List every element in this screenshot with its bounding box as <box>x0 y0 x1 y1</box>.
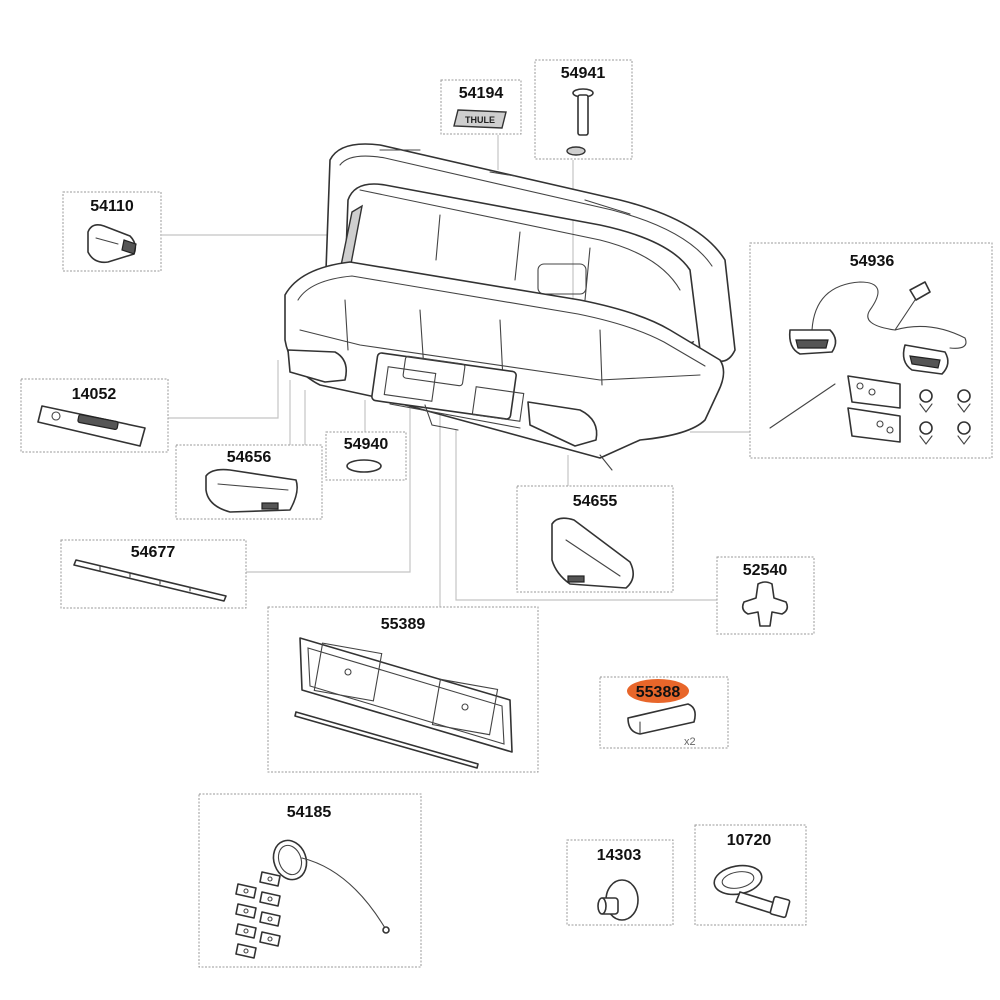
end-cap-icon <box>627 703 696 735</box>
part-54656[interactable]: 54656 <box>175 444 323 520</box>
cover-right-icon <box>551 517 634 589</box>
part-52540[interactable]: 52540 <box>716 556 815 635</box>
washer-icon <box>566 146 586 156</box>
part-number: 14303 <box>597 847 642 864</box>
part-10720[interactable]: 10720 <box>694 824 807 926</box>
part-number: 54655 <box>573 493 618 510</box>
part-55389[interactable]: 55389 <box>267 606 539 773</box>
part-54940[interactable]: 54940 <box>325 431 407 481</box>
part-54110[interactable]: 54110 <box>62 191 162 272</box>
part-number: 52540 <box>743 562 788 579</box>
part-number: 55389 <box>381 616 426 633</box>
mount-plate-bottom-icon <box>847 407 901 443</box>
part-54677[interactable]: 54677 <box>60 539 247 609</box>
logo-badge-icon <box>453 109 507 129</box>
plug-cap-icon <box>346 459 382 473</box>
cover-left-icon <box>205 468 298 513</box>
bolt-icon <box>577 94 589 136</box>
part-54655[interactable]: 54655 <box>516 485 674 593</box>
part-number: 54936 <box>850 253 895 270</box>
mount-plate-top-icon <box>847 375 901 409</box>
part-54941[interactable]: 54941 <box>534 59 633 160</box>
part-number: 54677 <box>131 544 176 561</box>
part-54185[interactable]: 54185 <box>198 793 422 968</box>
part-number: 54941 <box>561 65 606 82</box>
part-54936[interactable]: 54936 <box>749 242 993 459</box>
highlight-badge <box>627 679 689 703</box>
clip-icon <box>741 581 789 627</box>
part-number: 14052 <box>72 386 117 403</box>
seal-ring-icon <box>272 839 308 881</box>
part-number: 54656 <box>227 449 272 466</box>
part-number: 54940 <box>344 436 389 453</box>
quantity: x2 <box>684 736 696 748</box>
part-number: 54110 <box>90 198 134 215</box>
part-14303[interactable]: 14303 <box>566 839 674 926</box>
part-number: 10720 <box>727 832 772 849</box>
part-14052[interactable]: 14052 <box>20 378 169 453</box>
roof-box-illustration <box>284 143 736 471</box>
rubber-strip-icon <box>73 559 227 602</box>
part-number: 54185 <box>287 804 332 821</box>
part-number: 54194 <box>459 85 504 102</box>
strap-roll-icon <box>713 864 791 919</box>
cable-tie-icon <box>769 383 836 429</box>
part-box <box>198 793 422 968</box>
wire-icon <box>301 857 386 929</box>
license-plate-holder-icon <box>299 637 513 753</box>
part-55388[interactable]: 55388 x2 <box>599 676 729 749</box>
part-number: 55388 <box>636 684 681 701</box>
clip-set-icon <box>919 389 971 445</box>
logo-text: THULE <box>465 115 495 125</box>
cable-icon <box>811 281 916 331</box>
washer-set-icon <box>235 871 281 959</box>
part-54194[interactable]: 54194 THULE <box>440 79 522 135</box>
plate-strip-icon <box>294 711 479 769</box>
